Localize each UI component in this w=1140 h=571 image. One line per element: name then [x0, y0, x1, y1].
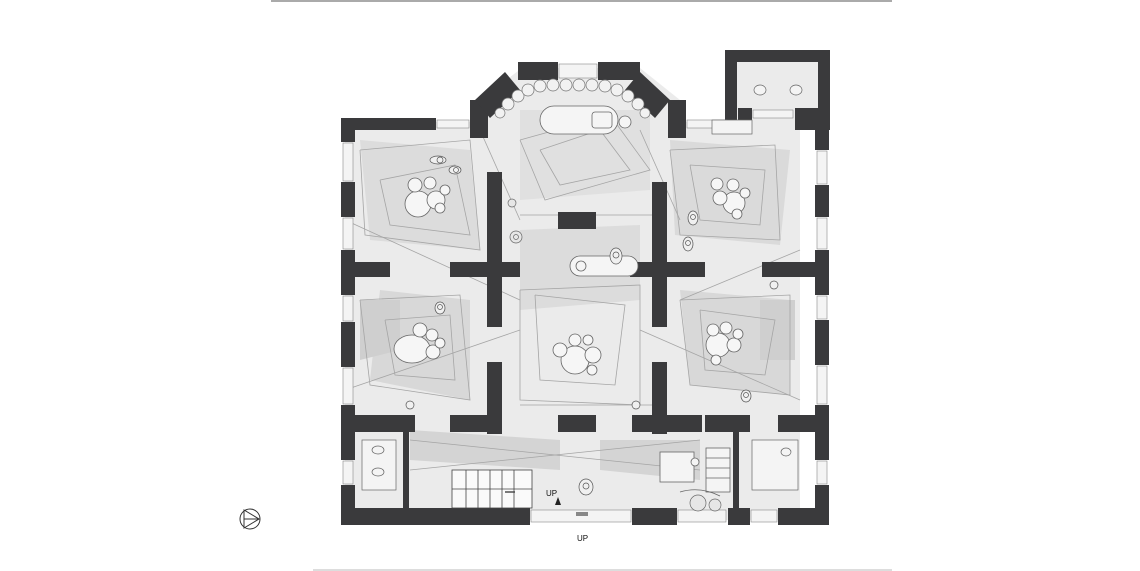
staircase — [451, 469, 533, 509]
entrance-up-label: UP — [577, 534, 588, 543]
people — [405, 155, 779, 496]
north-arrow-icon — [239, 508, 261, 530]
entrance-marker — [555, 497, 588, 516]
facet-pattern — [344, 114, 801, 471]
windows — [342, 63, 828, 523]
bay-bench — [494, 78, 651, 119]
walls — [341, 50, 830, 525]
reception-counter — [659, 447, 731, 497]
restrooms — [361, 84, 803, 491]
stair-up-label: UP — [546, 489, 557, 498]
table-clusters — [393, 176, 751, 376]
plants — [507, 198, 722, 512]
